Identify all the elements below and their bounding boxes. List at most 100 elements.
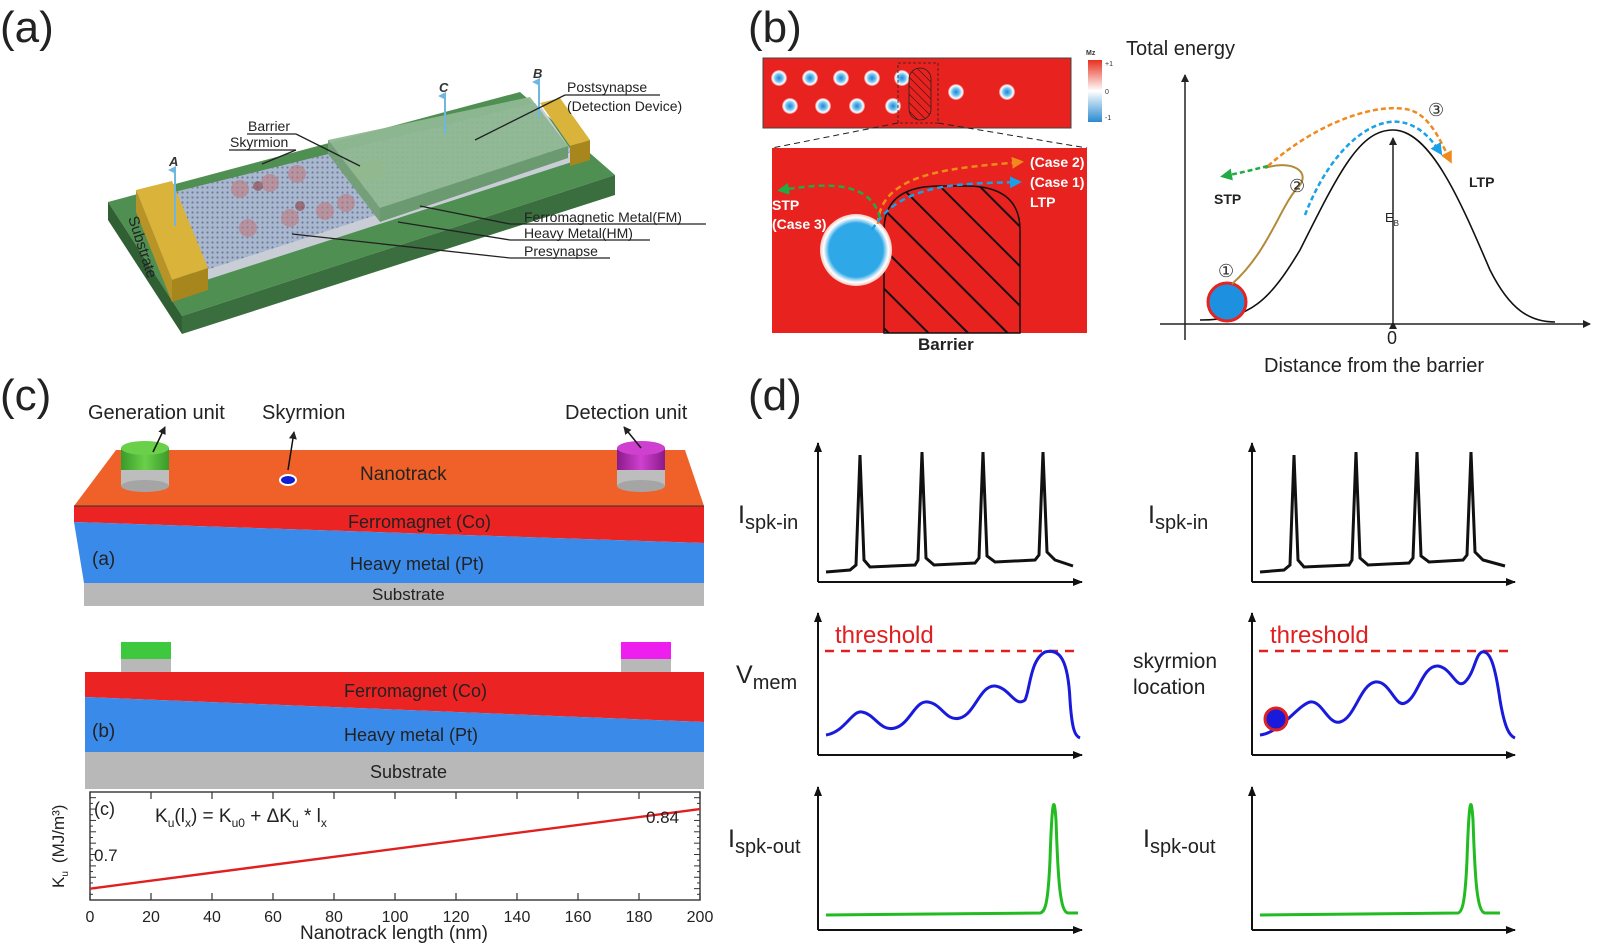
colorbar-tick-mid: 0 — [1105, 89, 1109, 96]
case3-label: (Case 3) — [772, 216, 826, 232]
panel-a-label: (a) — [0, 3, 54, 52]
gen-pointer — [152, 426, 166, 453]
det-pad-magenta — [621, 642, 671, 659]
fm-label: Ferromagnetic Metal(FM) — [524, 209, 682, 225]
zoomed-path-orange — [876, 156, 1024, 225]
gen-pad-grey — [121, 659, 171, 672]
right-threshold-label: threshold — [1270, 622, 1369, 649]
ku-x-tick-label: 120 — [443, 909, 470, 926]
strip-barrier — [908, 67, 932, 121]
electrode-right-top — [540, 98, 590, 146]
postsynapse-top — [328, 97, 568, 208]
hm-label: Heavy Metal(HM) — [524, 225, 633, 241]
step-3-label: ③ — [1428, 100, 1444, 121]
zoom-line-right — [937, 122, 1088, 149]
panel-d-label: (d) — [748, 371, 802, 420]
right-membrane-trace — [1259, 650, 1516, 740]
electrode-left-side — [136, 190, 172, 302]
track-skyrmion-icon — [279, 474, 297, 486]
stp-zoom-label: STP — [772, 197, 799, 213]
substrate-slab-left — [108, 202, 182, 334]
right-ispk-out-label: Ispk-out — [1143, 825, 1216, 858]
ku-xlabel: Nanotrack length (nm) — [300, 923, 488, 944]
left-ispk-out-label: Ispk-out — [728, 825, 801, 858]
heavy-metal-layer — [74, 522, 704, 583]
ku-x-tick-label: 180 — [626, 909, 653, 926]
ku-series-line — [89, 807, 701, 890]
ku-start-label: 0.7 — [94, 846, 118, 865]
eb-label: EB — [1385, 210, 1399, 228]
arrow-b-label: B — [533, 66, 542, 81]
arrow-c-label: C — [439, 80, 449, 95]
substrate-layer — [84, 583, 704, 606]
colorbar-tick-top: +1 — [1105, 61, 1113, 68]
generation-unit-label: Generation unit — [88, 402, 225, 424]
case1-label: (Case 1) — [1030, 174, 1084, 190]
panel-a: (a) A B C Substrat — [0, 3, 706, 334]
right-skyrmion-location-icon — [1263, 706, 1289, 732]
energy-zero-tick: 0 — [1387, 328, 1397, 348]
det-pad-grey — [621, 659, 671, 672]
substrate-slab-front — [182, 175, 615, 334]
energy-path-orange — [1267, 106, 1452, 167]
heavy-metal-label-side: Heavy metal (Pt) — [344, 725, 478, 745]
step-1-label: ① — [1218, 261, 1234, 282]
zoom-line-left — [771, 122, 899, 149]
left-vmem-label: Vmem — [736, 661, 797, 694]
ku-x-tick-label: 80 — [325, 909, 343, 926]
sub-b-label: (b) — [92, 721, 115, 742]
ferromagnet-label-top: Ferromagnet (Co) — [348, 512, 491, 532]
step-2-label: ② — [1289, 176, 1305, 197]
energy-curve — [1199, 129, 1556, 323]
ltp-energy-label: LTP — [1469, 174, 1494, 190]
energy-path-brown — [1231, 164, 1304, 285]
colorbar — [1088, 60, 1102, 122]
panel-a-leaders — [229, 94, 706, 259]
zoomed-path-green — [777, 182, 882, 219]
sub-c-label: (c) — [94, 799, 115, 819]
skyrmion-label: Skyrmion — [230, 134, 288, 150]
electrode-left-front — [172, 268, 208, 302]
right-spike-out-trace — [1259, 803, 1500, 917]
zoomed-path-blue — [870, 176, 1022, 231]
sky-pointer — [287, 431, 297, 471]
ku-x-tick-label: 160 — [565, 909, 592, 926]
left-threshold-label: threshold — [835, 622, 934, 649]
ferromagnet-side — [85, 672, 704, 722]
panel-b-label: (b) — [748, 3, 802, 52]
left-ispk-in-label: Ispk-in — [738, 501, 798, 534]
panel-b: (b) Mz +1 0 -1 (Case 2) (Case 1) LTP — [748, 3, 1591, 377]
left-spike-out-trace — [825, 803, 1078, 917]
generation-cylinder-cap — [121, 441, 169, 455]
ku-x-tick-label: 0 — [86, 909, 95, 926]
barrier-caption: Barrier — [918, 335, 974, 354]
ku-x-tick-label: 100 — [382, 909, 409, 926]
ferromagnet-label-side: Ferromagnet (Co) — [344, 681, 487, 701]
postsynapse-left — [328, 140, 380, 222]
right-location-label: location — [1133, 676, 1205, 699]
ku-y-ticks — [90, 797, 700, 901]
left-col-axes — [814, 442, 1083, 934]
gen-pad-green — [121, 642, 171, 659]
ku-x-tick-label: 60 — [264, 909, 282, 926]
right-col-axes — [1248, 442, 1516, 934]
ku-x-tick-label: 200 — [687, 909, 714, 926]
substrate-side — [85, 752, 704, 789]
sub-a-label: (a) — [92, 549, 115, 570]
electrode-right-front — [570, 140, 590, 166]
arrow-a-label: A — [168, 154, 178, 169]
panel-d: (d) threshold threshold — [728, 371, 1516, 934]
right-skyrmion-label: skyrmion — [1133, 650, 1217, 673]
electrode-left-top — [136, 181, 208, 280]
nanotrack-top — [74, 450, 704, 506]
presynapse-label: Presynapse — [524, 243, 598, 259]
energy-path-green — [1220, 164, 1269, 181]
ferromagnet-layer — [74, 506, 704, 543]
postsynapse-front — [380, 146, 568, 222]
detection-cylinder-bottom — [617, 480, 665, 492]
ku-x-tick-label: 140 — [504, 909, 531, 926]
substrate-label-side: Substrate — [370, 762, 447, 782]
zoom-box — [897, 62, 939, 124]
